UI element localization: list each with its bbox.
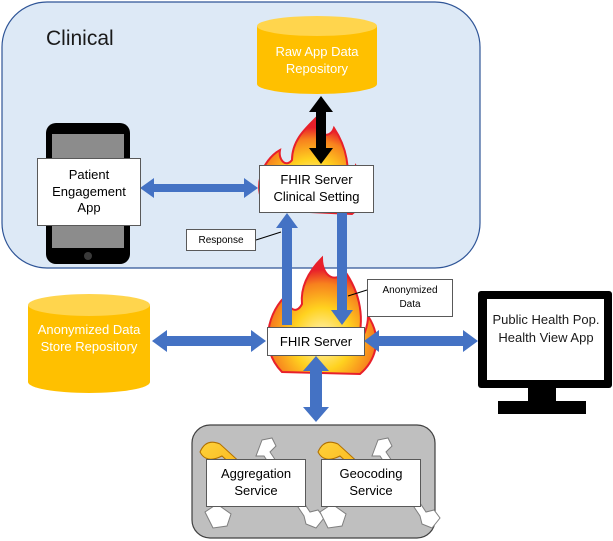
anon-store-label: Anonymized Data Store Repository	[37, 322, 141, 354]
patient-engagement-app-node: Patient Engagement App	[37, 158, 141, 226]
public-health-label: Public Health Pop. Health View App	[492, 312, 600, 346]
response-callout: Response	[186, 229, 256, 251]
clinical-zone-title: Clinical	[46, 27, 114, 50]
response-leader	[255, 231, 282, 241]
fhir-server-node: FHIR Server	[267, 327, 365, 356]
fhir-clinical-node: FHIR Server Clinical Setting	[259, 165, 374, 213]
fhir-services-arrow	[303, 356, 329, 422]
response-arrow	[276, 213, 298, 325]
anonymized-data-label: Anonymized Data	[382, 285, 438, 310]
geocoding-service-node: Geocoding Service	[321, 459, 421, 507]
patient-engagement-app-label: Patient Engagement App	[52, 166, 126, 216]
raw-repo-label: Raw App Data Repository	[275, 44, 359, 76]
fhir-server-label: FHIR Server	[279, 334, 353, 349]
aggregation-service-label: Aggregation Service	[220, 466, 292, 498]
cylinder-icon	[28, 294, 150, 393]
app-fhir-clinical-arrow	[140, 178, 258, 198]
aggregation-service-node: Aggregation Service	[206, 459, 306, 507]
raw-repo-fhir-arrow	[309, 96, 333, 164]
anonymized-leader	[347, 289, 368, 297]
anonymized-data-arrow	[331, 213, 353, 325]
fhir-public-health-arrow	[364, 330, 478, 352]
monitor-icon	[478, 291, 612, 414]
anon-store-fhir-arrow	[152, 330, 266, 352]
geocoding-service-label: Geocoding Service	[339, 466, 403, 498]
response-label: Response	[198, 234, 244, 246]
fhir-clinical-label: FHIR Server Clinical Setting	[273, 172, 360, 204]
cylinder-icon	[257, 16, 377, 94]
anonymized-data-callout: Anonymized Data	[367, 279, 453, 317]
